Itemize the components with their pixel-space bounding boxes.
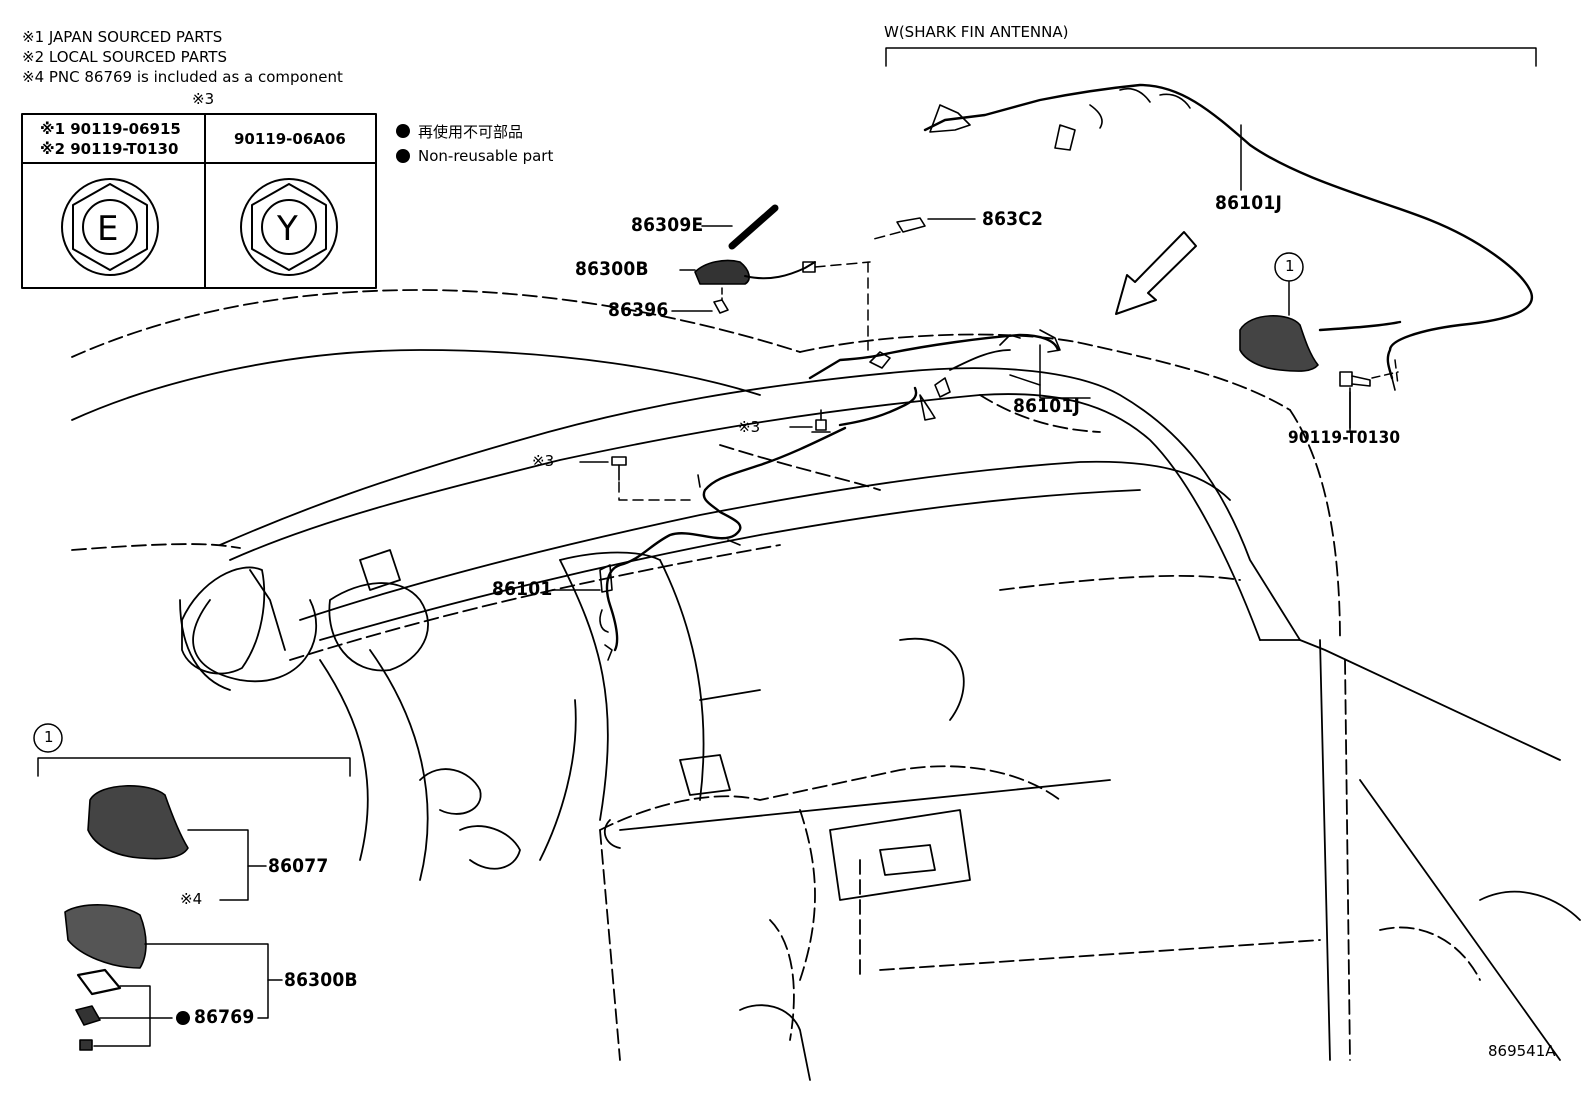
callout-86077: 86077 <box>268 855 329 877</box>
figure-id: 869541A <box>1488 1042 1556 1060</box>
section-bracket <box>885 47 1537 67</box>
callout-90119-t0130: 90119-T0130 <box>1288 428 1401 448</box>
callout-86769: 86769 <box>194 1006 255 1028</box>
callout-circle-1-icon <box>33 723 63 753</box>
non-reusable-bullet-icon <box>176 1011 190 1025</box>
callout-86300b-inset: 86300B <box>284 969 358 991</box>
inset-bracket <box>37 757 351 777</box>
notes-block: ※1 JAPAN SOURCED PARTS ※2 LOCAL SOURCED … <box>22 27 343 87</box>
note-pnc-component: ※4 PNC 86769 is included as a component <box>22 68 343 86</box>
callout-86101: 86101 <box>492 578 553 600</box>
legend-en: Non-reusable part <box>418 147 554 165</box>
non-reusable-bullet-icon <box>396 149 410 163</box>
table-header-mark: ※3 <box>192 90 215 108</box>
table-left-header: ※1 90119-06915 ※2 90119-T0130 <box>40 119 181 159</box>
leader-lines <box>551 124 1351 591</box>
section-title: W(SHARK FIN ANTENNA) <box>884 23 1069 41</box>
table-right-header: 90119-06A06 <box>234 130 346 148</box>
fastener-table <box>21 113 377 289</box>
callout-863c2: 863C2 <box>982 208 1044 230</box>
callout-86101j-top: 86101J <box>1215 192 1283 214</box>
table-left-line2: ※2 90119-T0130 <box>40 140 179 158</box>
connector-icon <box>896 217 926 233</box>
callout-86101j-mid: 86101J <box>1013 395 1081 417</box>
screw-inset-icon <box>79 1039 93 1051</box>
callout-86396: 86396 <box>608 299 669 321</box>
antenna-base-icon <box>694 259 750 285</box>
gasket-icon <box>76 968 122 996</box>
callout-circle-1-icon <box>1274 252 1304 282</box>
inset-leader-lines <box>93 829 283 1047</box>
callout-ref3-b: ※3 <box>532 452 555 470</box>
callout-ref3-a: ※3 <box>738 418 761 436</box>
antenna-harness-middle <box>808 329 1061 421</box>
antenna-base-inset-icon <box>64 904 147 969</box>
bolt-y-label: Y <box>277 209 298 249</box>
non-reusable-bullet-icon <box>396 124 410 138</box>
callout-86300b-top: 86300B <box>575 258 649 280</box>
legend-jp: 再使用不可部品 <box>418 123 524 141</box>
fin-cover-icon <box>87 785 189 860</box>
screw-icon <box>811 409 831 433</box>
clip-inset-icon <box>75 1005 101 1026</box>
bolt-e-icon <box>61 178 159 276</box>
shark-fin-antenna-icon <box>1239 315 1319 372</box>
table-left-line1: ※1 90119-06915 <box>40 120 181 138</box>
screw-icon <box>611 456 627 481</box>
antenna-harness-top <box>923 83 1533 391</box>
antenna-rod-icon <box>728 204 779 250</box>
antenna-harness-lower <box>599 426 847 661</box>
bolt-e-label: E <box>97 209 119 249</box>
direction-arrow-icon <box>1115 231 1197 315</box>
bolt-90119-t0130-icon <box>1339 371 1371 429</box>
callout-circle-1-inset: 1 <box>44 728 54 746</box>
vehicle-outline <box>71 289 1581 1081</box>
bolt-y-icon <box>240 178 338 276</box>
clip-icon <box>713 299 729 314</box>
callout-circle-1-top: 1 <box>1285 257 1295 275</box>
note-japan-sourced: ※1 JAPAN SOURCED PARTS <box>22 28 223 46</box>
callout-ref4: ※4 <box>180 890 203 908</box>
callout-86309e: 86309E <box>631 214 704 236</box>
note-local-sourced: ※2 LOCAL SOURCED PARTS <box>22 48 227 66</box>
